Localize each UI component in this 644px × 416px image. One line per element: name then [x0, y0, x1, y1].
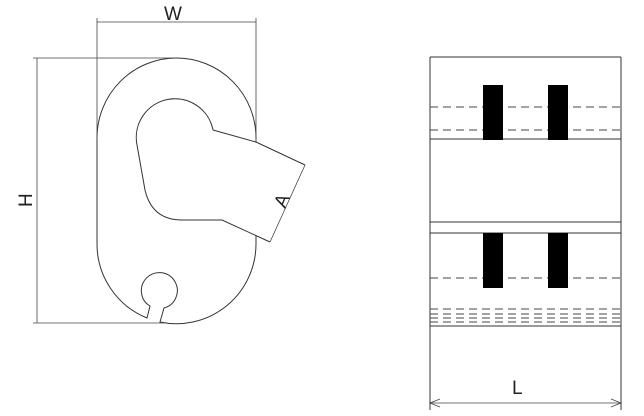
pin-block [483, 233, 503, 288]
a-label: A [270, 191, 294, 211]
l-arrow-left [428, 398, 441, 408]
front-view: L [428, 56, 623, 410]
w-label: W [164, 4, 182, 25]
side-view: W H A [16, 4, 306, 325]
pin-block [548, 233, 568, 288]
pin-block [483, 85, 503, 140]
a-dimension-line [269, 164, 306, 243]
hook-outline [96, 57, 257, 325]
l-label: L [512, 378, 523, 399]
l-arrow-right [610, 398, 623, 408]
h-label: H [16, 193, 37, 207]
pin-block [548, 85, 568, 140]
